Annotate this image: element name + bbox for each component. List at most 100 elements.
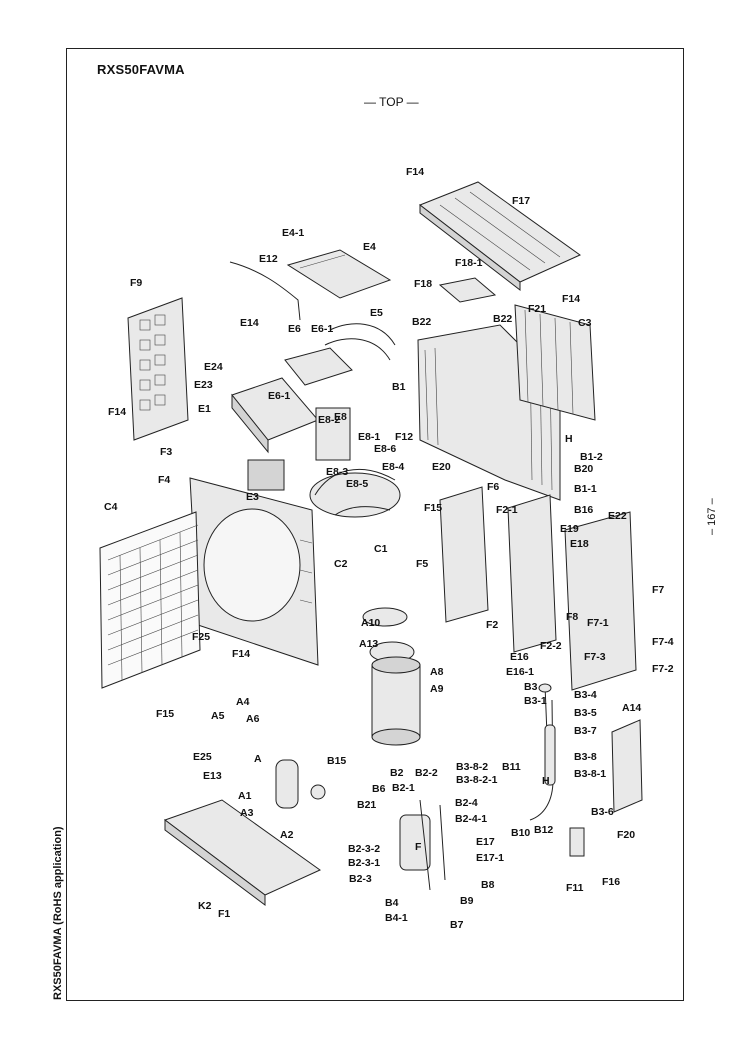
part-label: B6	[372, 783, 386, 795]
part-label: E8-3	[326, 466, 348, 478]
part-label: F7-2	[652, 663, 674, 675]
front-panel-drawing	[189, 477, 319, 666]
part-label: H	[542, 775, 550, 787]
part-label: F7-3	[584, 651, 606, 663]
part-label: B8	[481, 879, 495, 891]
part-label: E20	[432, 461, 451, 473]
inner-plate-drawing	[507, 494, 557, 653]
part-label: F5	[416, 558, 428, 570]
part-label: B9	[460, 895, 474, 907]
part-label: A6	[246, 713, 260, 725]
part-label: F7-4	[652, 636, 674, 648]
part-label: F21	[528, 303, 546, 315]
part-label: E8-6	[374, 443, 396, 455]
part-label: A4	[236, 696, 250, 708]
side-panel-drawing	[127, 297, 189, 441]
part-label: F9	[130, 277, 142, 289]
pcb-drawing	[315, 407, 351, 461]
part-label: E8-1	[358, 431, 380, 443]
cover-plate-drawing	[286, 249, 392, 299]
view-label: — TOP —	[364, 95, 419, 109]
part-label: F15	[424, 502, 442, 514]
part-label: E1	[198, 403, 211, 415]
part-label: E6-1	[311, 323, 333, 335]
page-frame	[66, 48, 684, 1001]
part-label: E3	[246, 491, 259, 503]
part-label: B4	[385, 897, 399, 909]
part-label: E17	[476, 836, 495, 848]
part-label: F2-1	[496, 504, 518, 516]
part-label: B11	[502, 761, 521, 773]
part-label: A13	[359, 638, 378, 650]
part-label: E24	[204, 361, 223, 373]
part-label: B1-1	[574, 483, 597, 495]
base-plate-drawing	[163, 799, 321, 906]
model-title: RXS50FAVMA	[97, 62, 185, 77]
part-label: F18	[414, 278, 432, 290]
part-label: F7-1	[587, 617, 609, 629]
part-label: E19	[560, 523, 579, 535]
part-label: A9	[430, 683, 444, 695]
part-label: B7	[450, 919, 464, 931]
part-label: E12	[259, 253, 278, 265]
part-label: E25	[193, 751, 212, 763]
part-label: F8	[566, 611, 578, 623]
part-label: B3-5	[574, 707, 597, 719]
part-label: A1	[238, 790, 252, 802]
compressor-drawing	[362, 607, 421, 746]
fan-drawing	[309, 468, 401, 518]
heat-exchanger-drawing	[417, 304, 596, 501]
part-label: B16	[574, 504, 593, 516]
part-label: E6-1	[268, 390, 290, 402]
part-label: E16-1	[506, 666, 534, 678]
part-label: F14	[406, 166, 424, 178]
part-label: B22	[412, 316, 431, 328]
part-label: E8	[334, 411, 347, 423]
part-label: E18	[570, 538, 589, 550]
bracket-drawing	[438, 277, 497, 303]
part-label: A8	[430, 666, 444, 678]
part-label: B3-8-1	[574, 768, 606, 780]
side-frame-drawing	[439, 486, 489, 623]
part-label: B3-7	[574, 725, 597, 737]
part-label: B15	[327, 755, 346, 767]
part-label: B3-6	[591, 806, 614, 818]
stop-valve-drawing	[569, 827, 585, 857]
part-label: F14	[562, 293, 580, 305]
part-label: B2	[390, 767, 404, 779]
part-label: B1-2	[580, 451, 603, 463]
part-label: B2-3-2	[348, 843, 380, 855]
part-label: E14	[240, 317, 259, 329]
part-label: F18-1	[455, 257, 483, 269]
part-label: E23	[194, 379, 213, 391]
part-label: F14	[232, 648, 250, 660]
part-label: A3	[240, 807, 254, 819]
control-box-drawing	[231, 347, 353, 491]
part-label: F6	[487, 481, 499, 493]
part-label: B3-1	[524, 695, 547, 707]
part-label: B3	[524, 681, 538, 693]
tube-drawing	[324, 323, 396, 361]
part-label: B12	[534, 824, 553, 836]
part-label: B2-1	[392, 782, 415, 794]
part-label: F	[415, 841, 422, 853]
part-label: H	[565, 433, 573, 445]
part-label: E5	[370, 307, 383, 319]
part-label: E17-1	[476, 852, 504, 864]
part-label: F25	[192, 631, 210, 643]
part-label: A14	[622, 702, 641, 714]
part-label: B2-2	[415, 767, 438, 779]
part-label: A	[254, 753, 262, 765]
part-label: F12	[395, 431, 413, 443]
valve-drawing	[399, 799, 446, 891]
part-label: B22	[493, 313, 512, 325]
part-label: B3-4	[574, 689, 597, 701]
part-label: F16	[602, 876, 620, 888]
part-label: F17	[512, 195, 530, 207]
insulation-plate-drawing	[611, 719, 643, 813]
part-label: E8-2	[318, 414, 340, 426]
part-label: A5	[211, 710, 225, 722]
part-label: F14	[108, 406, 126, 418]
